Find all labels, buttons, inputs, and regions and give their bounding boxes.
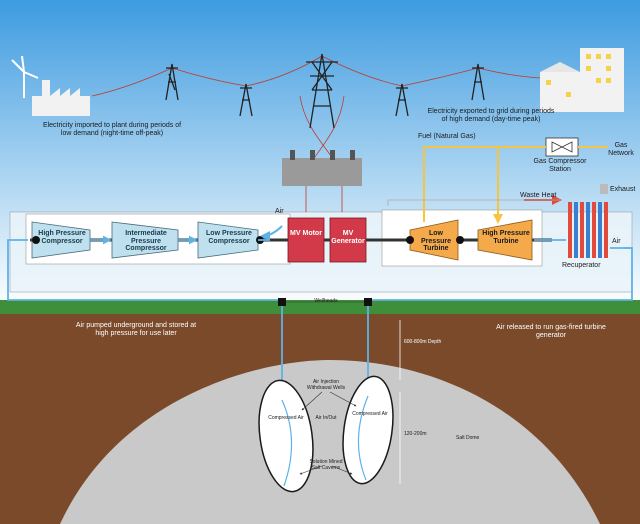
city-buildings [540, 48, 624, 112]
mv-generator-shape [329, 217, 367, 263]
wellheads-label: Wellheads [314, 298, 338, 304]
recuperator-label: Recuperator [562, 262, 601, 269]
exhaust-stack [600, 184, 608, 194]
air-intake-arrow [260, 225, 283, 241]
pylons [165, 53, 485, 129]
factory [32, 80, 90, 116]
depth-lower-label: 120-200m [404, 431, 427, 437]
fuel-label: Fuel (Natural Gas) [418, 133, 476, 140]
hp-turbine-shape [477, 219, 533, 261]
compressed-air-right-label: Compressed Air [352, 411, 388, 417]
hp-turbine-label: High Pressure Turbine [482, 230, 530, 245]
hp-compressor-shape [31, 221, 91, 259]
mv-generator-label: MV Generator [331, 230, 365, 245]
air-outlet-label: Air [612, 238, 621, 245]
air-released-label: Air released to run gas-fired turbine ge… [496, 324, 606, 340]
lp-compressor-label: Low Pressure Compressor [206, 230, 252, 245]
salt-caverns [258, 375, 394, 493]
lp-compressor-shape [197, 221, 259, 259]
hp-compressor-label: High Pressure Compressor [38, 230, 86, 245]
wellhead-right [364, 298, 372, 306]
caverns-label: Solution Mined Salt Caverns [309, 459, 343, 471]
ip-compressor-shape [111, 221, 179, 259]
lp-turbine-label: Low Pressure Turbine [421, 230, 451, 253]
mv-motor-shape [287, 217, 325, 263]
ip-compressor-label: Intermediate Pressure Compressor [125, 230, 167, 253]
exhaust-label: Exhaust [610, 186, 636, 193]
mv-motor-label: MV Motor [290, 230, 322, 237]
fuel-line [423, 146, 546, 224]
ground-surface [0, 300, 640, 316]
depth-upper-label: 600-800m Depth [404, 339, 442, 345]
recuperator-pipes [568, 202, 608, 258]
export-label: Electricity exported to grid during peri… [427, 108, 555, 124]
air-intake-label: Air [275, 208, 284, 215]
air-pumped-label: Air pumped underground and stored at hig… [75, 322, 197, 338]
air-in-out-label: Air In/Out [315, 415, 337, 421]
compressed-air-left-label: Compressed Air [268, 415, 304, 421]
salt-dome [60, 360, 600, 524]
gas-network-label: Gas Network [608, 142, 634, 158]
gas-compressor-station-label: Gas Compressor Station [533, 158, 587, 174]
wind-turbine [11, 55, 39, 98]
waste-heat-label: Waste Heat [520, 192, 557, 199]
transformer [282, 150, 362, 218]
import-label: Electricity imported to plant during per… [42, 122, 182, 138]
injection-wells-label: Air Injection Withdrawal Wells [306, 379, 346, 391]
gas-compressor-station-icon [545, 137, 579, 157]
salt-dome-label: Salt Dome [456, 435, 480, 441]
wellhead-left [278, 298, 286, 306]
